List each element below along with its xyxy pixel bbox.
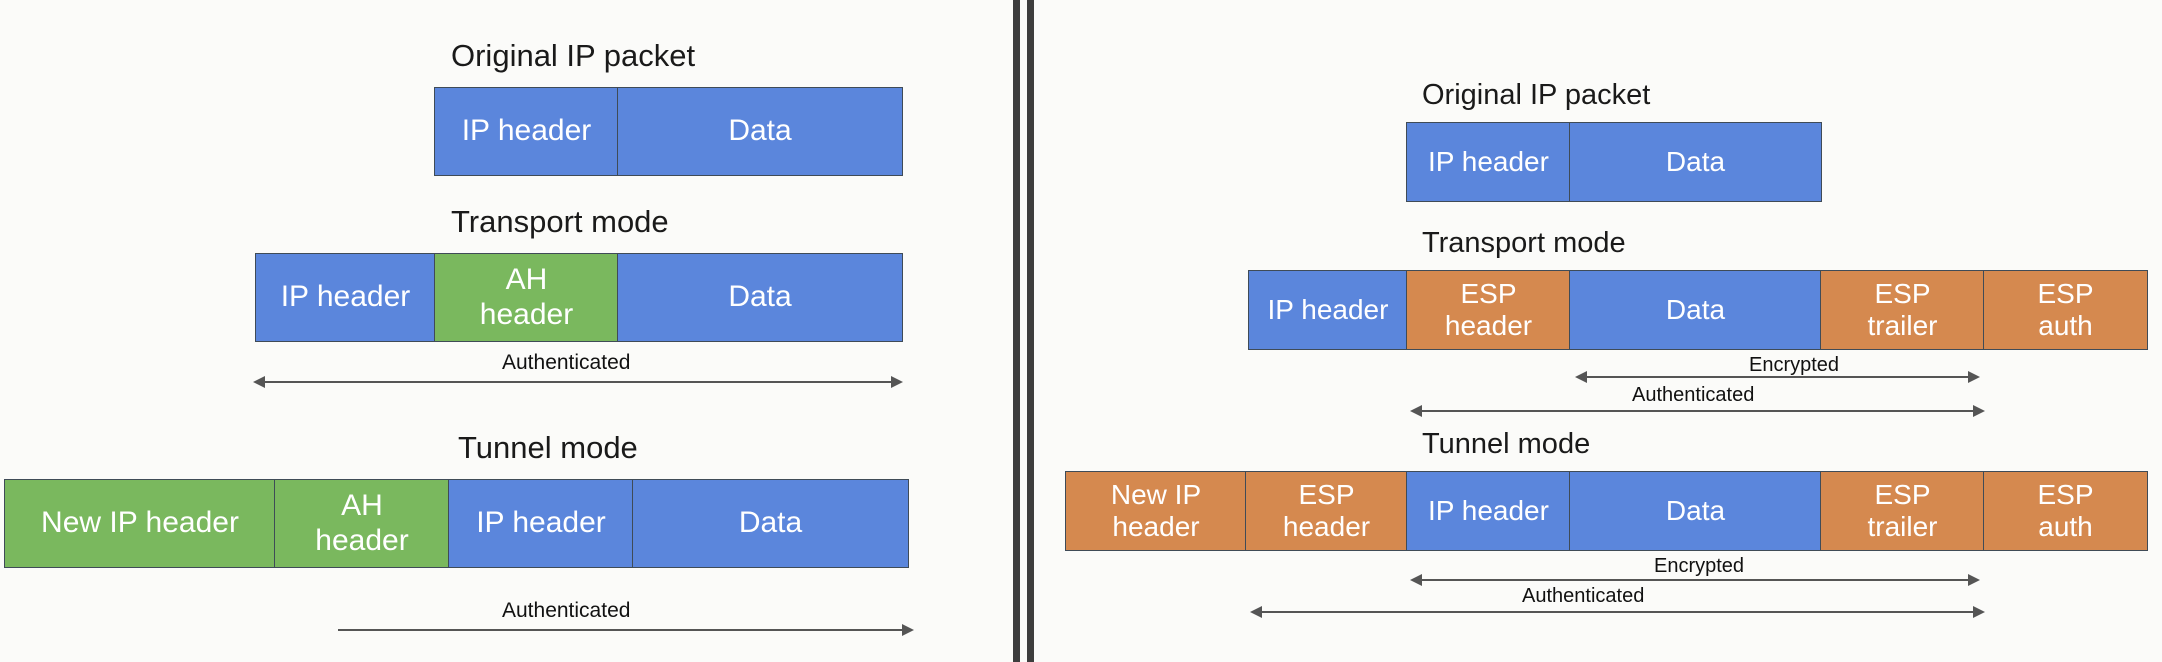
esp-transport-esp-trailer: ESP trailer: [1820, 270, 1985, 350]
esp-transport-esp-header: ESP header: [1406, 270, 1571, 350]
esp-tunnel-encrypted-label: Encrypted: [1654, 555, 1745, 577]
ah-transport-authenticated-arrow: [253, 374, 903, 390]
divider-left: [1013, 0, 1020, 662]
esp-transport-data: Data: [1569, 270, 1822, 350]
ah-transport-authenticated-label: Authenticated: [502, 351, 631, 374]
esp-tunnel-ip-header: IP header: [1406, 471, 1571, 551]
esp-panel: Original IP packet IP header Data Transp…: [1032, 0, 2162, 662]
ah-original-title: Original IP packet: [451, 38, 696, 73]
esp-original-ip-header: IP header: [1406, 122, 1571, 202]
ah-panel: Original IP packet IP header Data Transp…: [0, 0, 1013, 662]
esp-tunnel-authenticated-label: Authenticated: [1522, 585, 1645, 607]
esp-tunnel-esp-trailer: ESP trailer: [1820, 471, 1985, 551]
esp-transport-esp-auth: ESP auth: [1983, 270, 2148, 350]
ah-tunnel-data: Data: [632, 479, 909, 568]
ah-transport-data: Data: [617, 253, 903, 342]
esp-transport-authenticated-label: Authenticated: [1632, 384, 1755, 406]
ah-tunnel-authenticated-label: Authenticated: [502, 599, 631, 622]
esp-tunnel-title: Tunnel mode: [1422, 428, 1591, 460]
ah-transport-ip-header: IP header: [255, 253, 436, 342]
esp-transport-authenticated-arrow: [1410, 403, 1985, 419]
ah-original-ip-header: IP header: [434, 87, 619, 176]
esp-tunnel-esp-header: ESP header: [1245, 471, 1408, 551]
esp-transport-encrypted-label: Encrypted: [1749, 354, 1840, 376]
esp-original-data: Data: [1569, 122, 1822, 202]
ah-transport-ah-header: AH header: [434, 253, 619, 342]
esp-transport-encrypted-arrow: [1575, 369, 1980, 385]
esp-tunnel-encrypted-arrow: [1410, 572, 1980, 588]
esp-tunnel-authenticated-arrow: [1250, 604, 1985, 620]
esp-transport-ip-header: IP header: [1248, 270, 1408, 350]
ah-original-data: Data: [617, 87, 903, 176]
esp-tunnel-data: Data: [1569, 471, 1822, 551]
esp-tunnel-esp-auth: ESP auth: [1983, 471, 2148, 551]
ah-tunnel-new-ip-header: New IP header: [4, 479, 276, 568]
ah-transport-title: Transport mode: [451, 204, 669, 239]
divider-right: [1027, 0, 1034, 662]
esp-transport-title: Transport mode: [1422, 227, 1626, 259]
esp-tunnel-new-ip-header: New IP header: [1065, 471, 1247, 551]
ah-tunnel-title: Tunnel mode: [458, 430, 638, 465]
ah-tunnel-authenticated-arrow: [338, 622, 914, 638]
esp-original-title: Original IP packet: [1422, 79, 1651, 111]
ah-tunnel-ip-header: IP header: [448, 479, 634, 568]
ah-tunnel-ah-header: AH header: [274, 479, 450, 568]
